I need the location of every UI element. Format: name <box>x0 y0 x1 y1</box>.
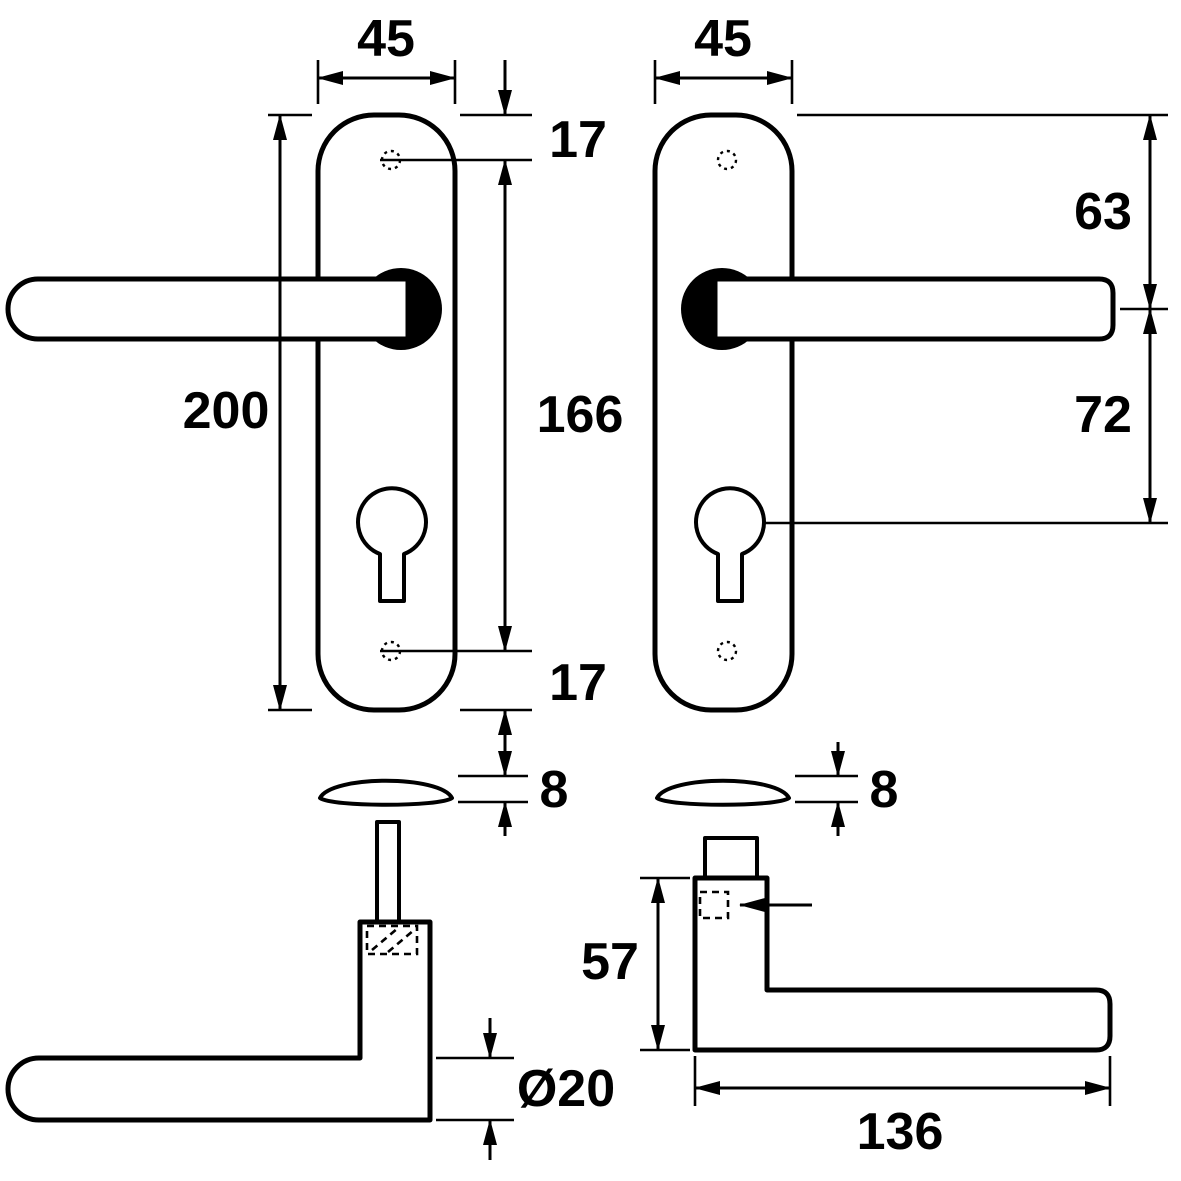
dim-label-rose-height-left: 8 <box>540 761 569 819</box>
dimension-rose-height-left: 8 <box>458 743 568 836</box>
dim-label-handle-height: 57 <box>581 933 639 991</box>
lever-handle-left <box>5 276 411 342</box>
dimension-handle-height: 57 <box>581 876 690 1052</box>
screw-hole-top-right <box>716 149 738 171</box>
backplate-right <box>652 112 795 713</box>
screw-hole-bottom-left <box>380 640 402 662</box>
dimension-top-screw-offset-left: 17 <box>460 60 607 169</box>
spindle-rod <box>375 820 401 926</box>
backplate-left <box>315 112 458 713</box>
side-view-left: Ø20 <box>5 820 615 1160</box>
dim-label-handle-length: 136 <box>857 1103 944 1161</box>
dimension-handle-center-offset: 63 <box>797 113 1168 311</box>
side-view-right: 57 136 <box>581 836 1113 1161</box>
dim-label-rose-height-right: 8 <box>870 761 899 819</box>
hatch-line <box>387 929 415 953</box>
dim-label-bottom-screw-offset: 17 <box>549 654 607 712</box>
screw-hole-top-left <box>380 149 402 171</box>
front-view-right: 45 63 72 8 <box>652 10 1168 836</box>
euro-cylinder-hole-left <box>356 486 428 603</box>
dim-label-screw-spacing: 166 <box>537 386 624 444</box>
rose-left <box>318 778 454 807</box>
dimension-bottom-screw-offset-left: 17 <box>460 654 607 743</box>
handle-side-profile-left <box>5 919 433 1123</box>
dimension-plate-width-right: 45 <box>653 10 794 104</box>
spindle-socket-hidden <box>365 924 419 956</box>
handle-side-profile-right <box>692 875 1113 1053</box>
dim-label-cylinder-center-offset: 72 <box>1074 386 1132 444</box>
front-view-left: 45 200 17 166 17 <box>5 10 624 836</box>
dim-label-plate-width-right: 45 <box>694 10 752 68</box>
dimension-rose-height-right: 8 <box>795 742 898 836</box>
dimension-plate-width-left: 45 <box>316 10 457 104</box>
dimension-handle-length: 136 <box>693 1056 1112 1161</box>
dimension-grip-diameter: Ø20 <box>436 1018 615 1160</box>
hatch-line <box>371 927 399 951</box>
dim-label-plate-width-left: 45 <box>357 10 415 68</box>
dim-label-grip-diameter: Ø20 <box>517 1060 615 1118</box>
spindle-stub <box>703 836 759 882</box>
dimension-cylinder-center-offset: 72 <box>1074 308 1157 524</box>
dim-label-plate-height-left: 200 <box>183 382 270 440</box>
lever-handle-right <box>712 276 1116 342</box>
euro-cylinder-hole-right <box>694 486 766 603</box>
dimension-screw-spacing-left: 166 <box>498 159 624 652</box>
grub-screw-hidden <box>698 890 730 920</box>
dimension-plate-height-left: 200 <box>183 113 312 712</box>
dim-label-top-screw-offset: 17 <box>549 111 607 169</box>
dim-label-handle-center-offset: 63 <box>1074 183 1132 241</box>
screw-hole-bottom-right <box>716 640 738 662</box>
rose-right <box>655 778 791 807</box>
